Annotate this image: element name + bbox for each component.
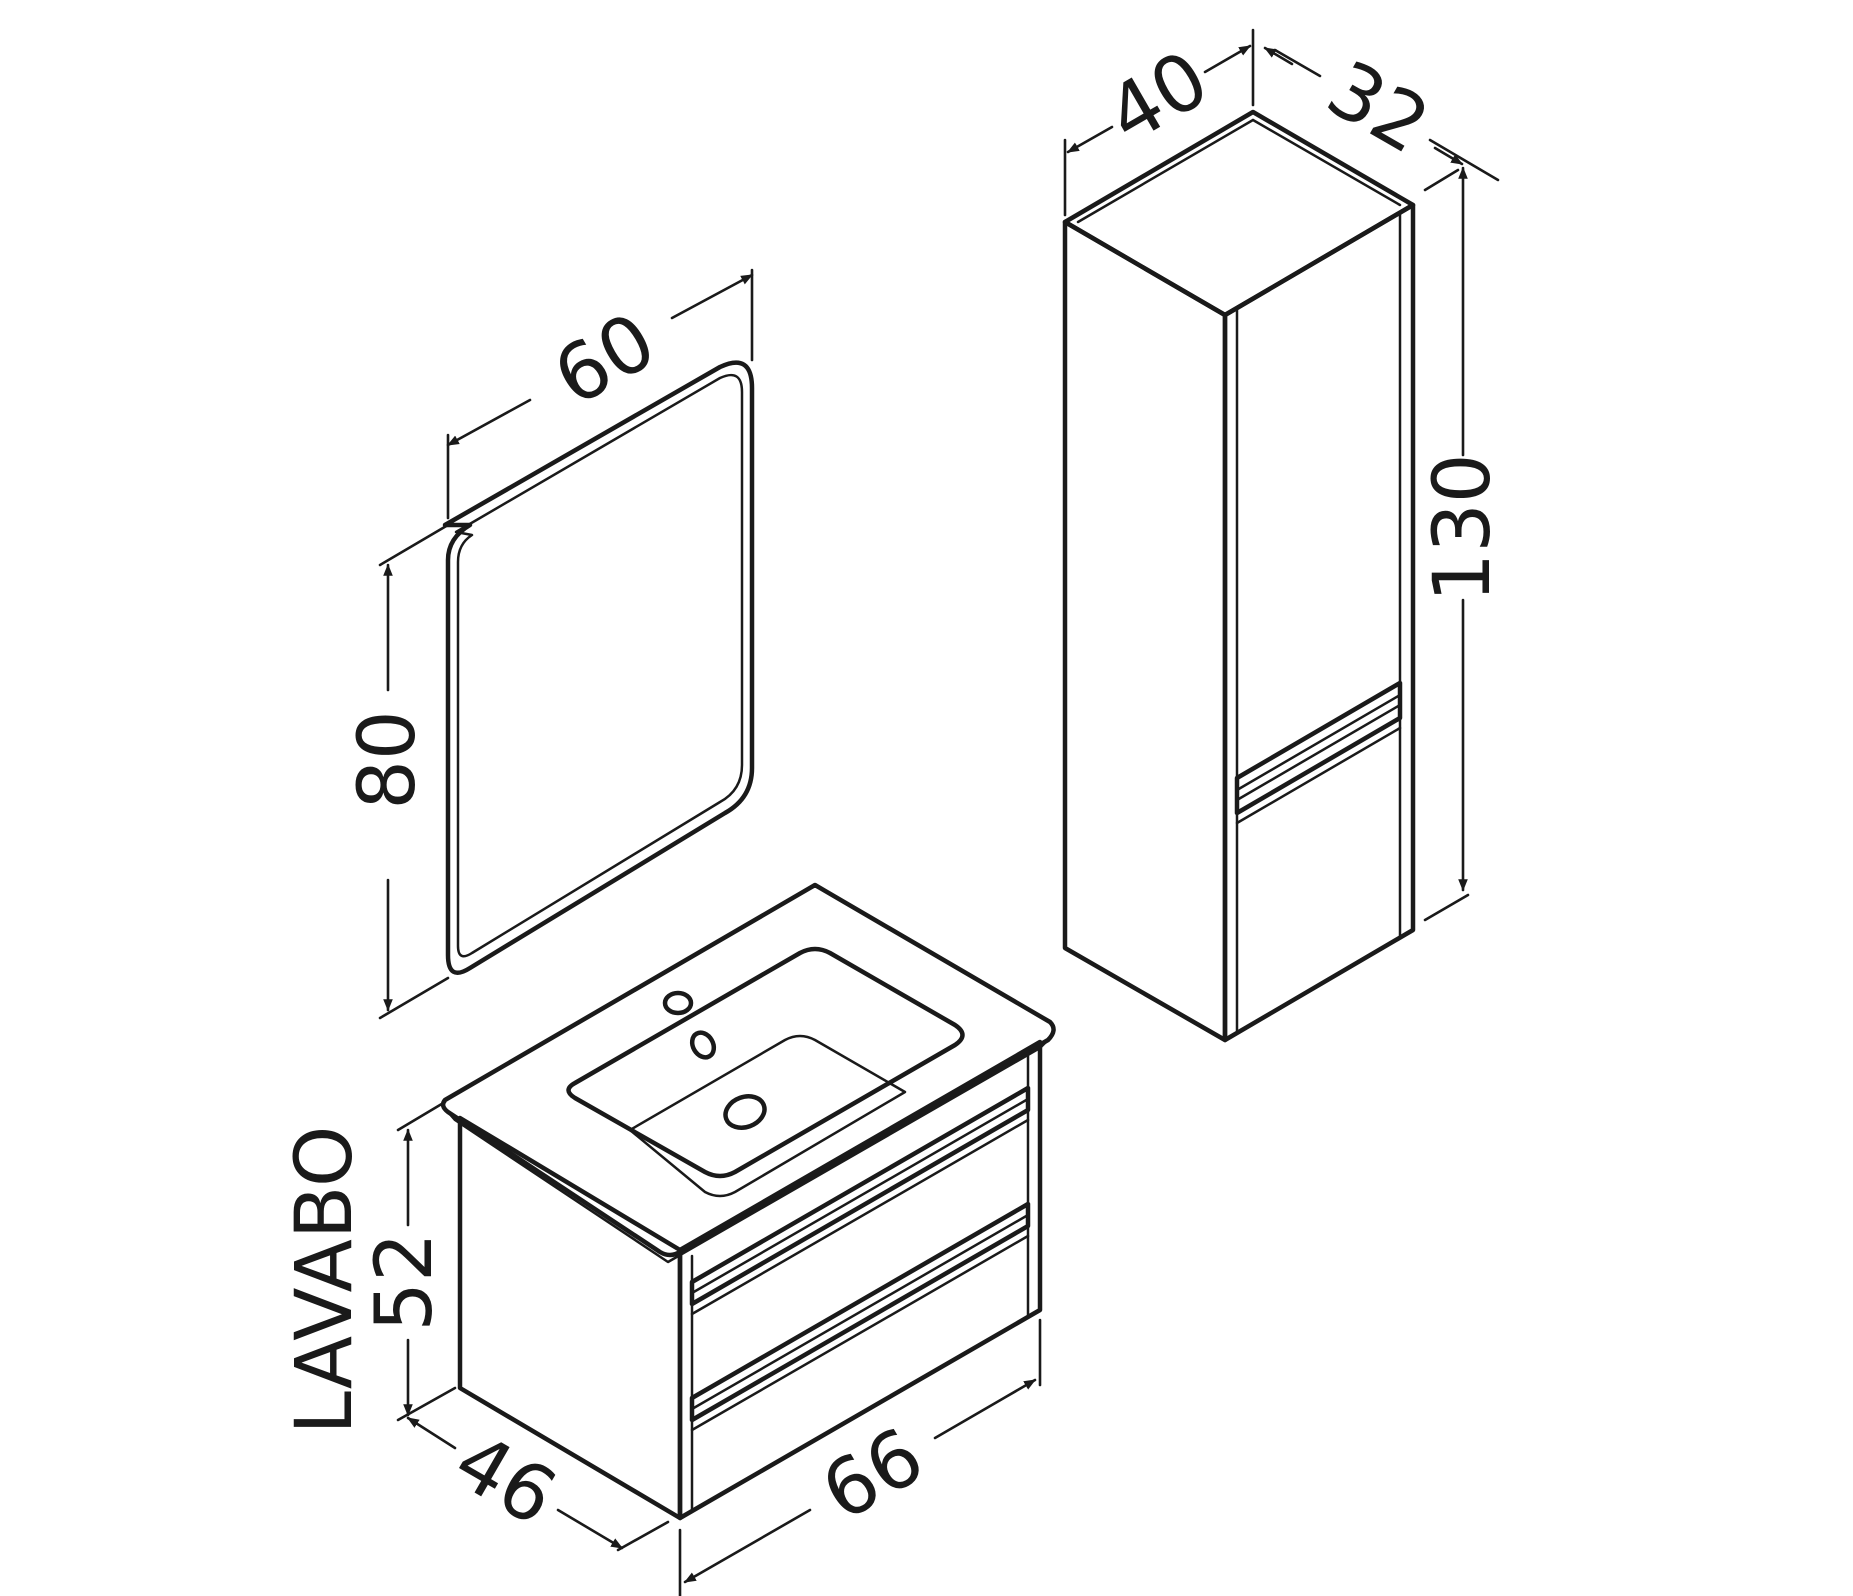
column-depth-dimension: 32 bbox=[1263, 44, 1500, 182]
column-cabinet bbox=[1062, 109, 1416, 1043]
drain-hole bbox=[723, 1094, 767, 1130]
column-front-face bbox=[1222, 202, 1416, 1043]
vanity-label: LAVABO bbox=[280, 1126, 370, 1435]
sink-bowl-rim bbox=[566, 946, 965, 1179]
column-handle-recess bbox=[1234, 680, 1403, 816]
tap-hole bbox=[662, 990, 694, 1016]
vanity-front-face bbox=[677, 1039, 1043, 1521]
mirror-height-dimension: 80 bbox=[343, 523, 450, 1020]
overflow-hole bbox=[689, 1030, 717, 1060]
mirror bbox=[442, 360, 755, 975]
mirror-frame-outer bbox=[442, 360, 755, 975]
column-width-dimension: 40 bbox=[1063, 28, 1255, 217]
column-depth-label: 32 bbox=[1313, 44, 1444, 172]
vanity-width-label: 66 bbox=[808, 1411, 939, 1539]
mirror-frame-inner bbox=[454, 373, 744, 958]
sink-bowl-inner bbox=[628, 1034, 907, 1198]
vanity-width-dimension: 66 bbox=[678, 1318, 1042, 1596]
column-height-dimension: 130 bbox=[1418, 166, 1508, 922]
column-side-face bbox=[1062, 219, 1228, 1043]
vanity-height-label: 52 bbox=[360, 1232, 450, 1331]
basin-top bbox=[440, 882, 1056, 1258]
vanity-unit bbox=[440, 882, 1056, 1521]
vanity-height-dimension: 52 LAVABO bbox=[280, 1100, 457, 1435]
vanity-depth-label: 46 bbox=[440, 1416, 571, 1544]
mirror-width-dimension: 60 bbox=[446, 268, 754, 520]
mirror-height-label: 80 bbox=[343, 710, 433, 809]
basin-top-edge bbox=[446, 1038, 1050, 1264]
drawer-handle-lower bbox=[689, 1201, 1031, 1423]
column-height-label: 130 bbox=[1418, 454, 1508, 603]
drawer-handle-upper bbox=[689, 1085, 1031, 1307]
